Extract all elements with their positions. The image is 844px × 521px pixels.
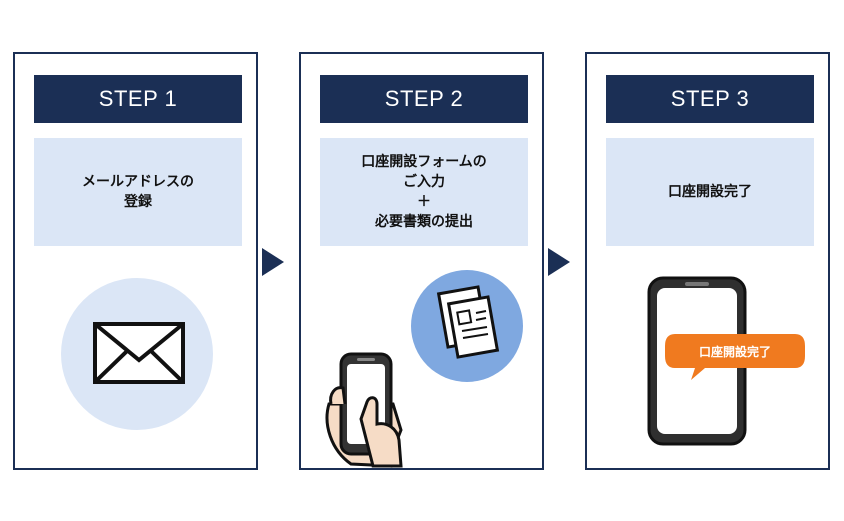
step-1-description: メールアドレスの 登録 [34, 138, 242, 246]
document-icon [411, 270, 523, 382]
smartphone-completion-illustration: 口座開設完了 [647, 276, 805, 446]
step-3-desc-line-1: 口座開設完了 [668, 184, 752, 200]
step-1-desc-line-1: メールアドレスの [82, 174, 194, 190]
step-2-desc-line-1: 口座開設フォームの [361, 154, 487, 170]
step-2-header: STEP 2 [320, 75, 528, 123]
step-3-card: STEP 3 口座開設完了 口座開設完了 [585, 52, 830, 470]
smartphone-document-illustration [325, 270, 523, 468]
step-2-desc-line-3: ＋ [417, 194, 431, 210]
envelope-illustration [61, 278, 213, 430]
step-1-desc-line-2: 登録 [124, 194, 152, 210]
smartphone-tap-icon [325, 352, 403, 468]
step-2-description: 口座開設フォームの ご入力 ＋ 必要書類の提出 [320, 138, 528, 246]
step-3-description: 口座開設完了 [606, 138, 814, 246]
speech-bubble: 口座開設完了 [665, 334, 805, 380]
step-1-header: STEP 1 [34, 75, 242, 123]
envelope-icon [93, 322, 185, 384]
step-2-card: STEP 2 口座開設フォームの ご入力 ＋ 必要書類の提出 [299, 52, 544, 470]
bubble-text: 口座開設完了 [699, 344, 771, 359]
arrow-2-to-3 [548, 248, 570, 276]
step-3-header: STEP 3 [606, 75, 814, 123]
step-1-card: STEP 1 メールアドレスの 登録 [13, 52, 258, 470]
arrow-1-to-2 [262, 248, 284, 276]
step-2-desc-line-2: ご入力 [403, 174, 445, 190]
step-2-desc-line-4: 必要書類の提出 [375, 214, 473, 230]
